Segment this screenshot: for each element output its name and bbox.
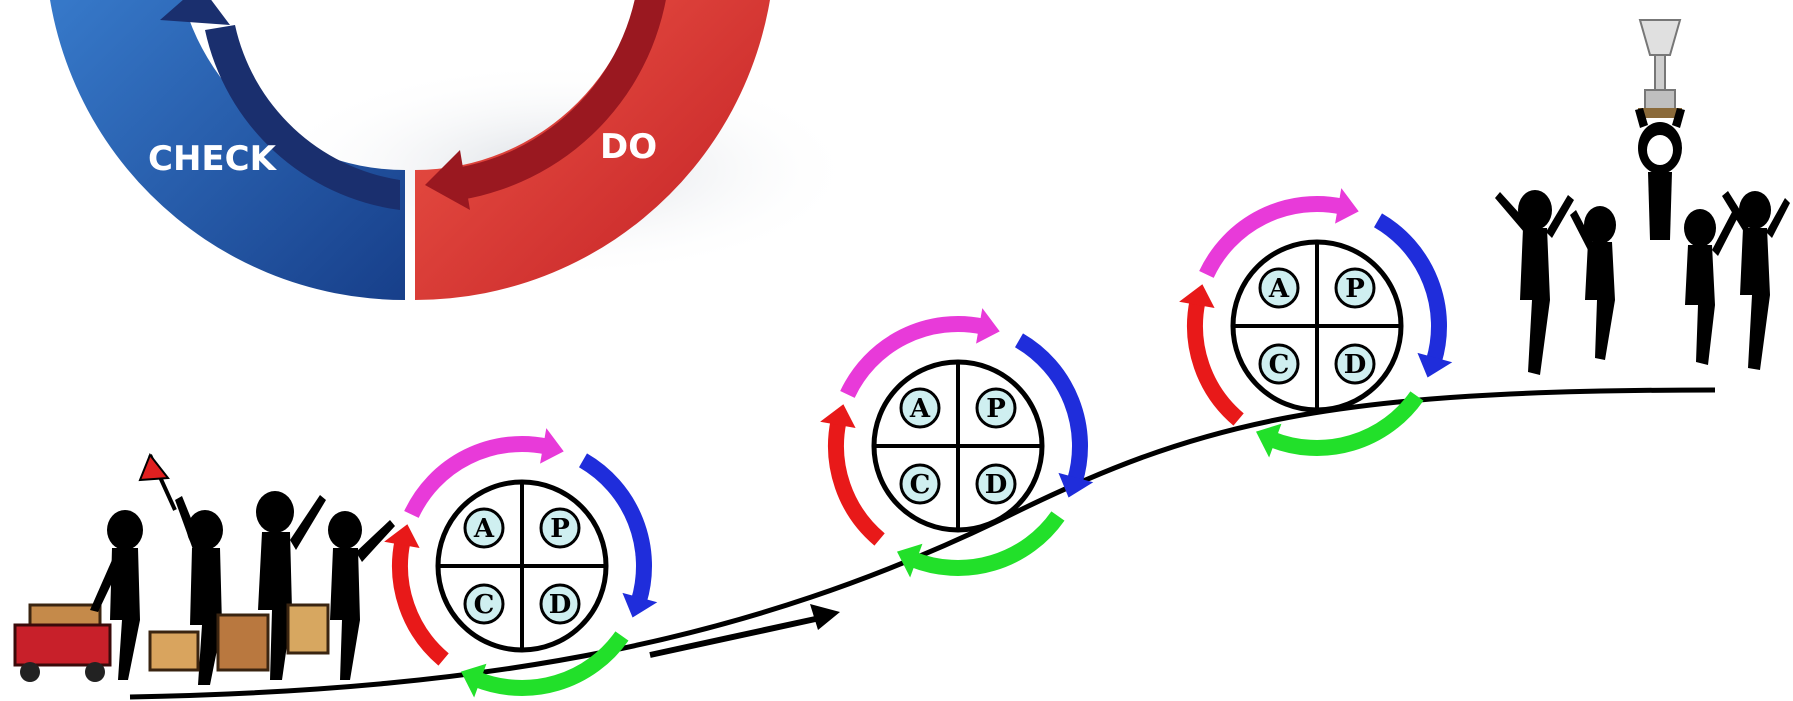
celebrating-team-figures [1495,19,1790,375]
progress-arrow [649,604,840,658]
arrowhead-icon [1058,472,1094,498]
arrowhead-icon [1335,188,1359,224]
check-arrowhead [160,0,230,25]
quadrant-badge [463,507,505,549]
arrowhead-icon [897,543,923,578]
pdca-wheel: A P C D [1179,188,1453,458]
arrowhead-icon [1179,284,1215,308]
quadrant-badge [1258,267,1300,309]
quadrant-letter-c: C [1269,350,1290,380]
start-team-figures [13,453,395,685]
do-label: DO [600,127,657,167]
arrowhead-icon [384,524,420,548]
cycle-arrow-bottom [473,631,629,696]
briefcase-icon [216,613,270,672]
quadrant-letter-c: C [910,470,931,500]
cycle-arrow-right [1373,213,1447,365]
arrowhead-icon [820,404,856,428]
quadrant-badge [975,463,1017,505]
briefcase-icon [148,630,200,672]
do-arrowhead [425,150,470,210]
check-inner-arrow [205,25,400,210]
cycle-arrow-left [392,538,449,666]
arrowhead-icon [540,428,564,464]
briefcase-icon [286,603,330,655]
quadrant-letter-c: C [474,590,495,620]
pdca-wheel: A P C D [384,428,658,698]
quadrant-badge [539,507,581,549]
quadrant-badge [899,387,941,429]
pdca-wheel: A P C D [820,308,1094,578]
quadrant-badge [1334,267,1376,309]
cycle-arrow-top [1199,196,1345,278]
quadrant-badge [463,583,505,625]
cycle-arrow-top [404,436,550,518]
cycle-arrow-right [578,453,652,605]
quadrant-letter-d: D [1344,350,1367,380]
quadrant-letter-p: P [986,394,1006,424]
quadrant-badge [975,387,1017,429]
cycle-arrow-left [1187,298,1244,426]
quadrant-badge [899,463,941,505]
quadrant-letter-d: D [985,470,1008,500]
trophy-icon [1638,19,1682,118]
arrowhead-icon [1417,352,1453,378]
quadrant-badge [539,583,581,625]
quadrant-letter-a: A [909,394,931,424]
cycle-arrow-bottom [1268,391,1424,456]
pdca-wheels: A P C D A P C D A P C D [384,188,1453,698]
arrowhead-icon [461,663,487,698]
cycle-arrow-left [828,418,885,546]
quadrant-letter-p: P [550,514,570,544]
arrowhead-icon [976,308,1000,344]
cycle-arrow-bottom [909,511,1065,576]
cycle-arrow-right [1014,333,1088,485]
check-label: CHECK [148,139,278,179]
cycle-arrow-top [840,316,986,398]
quadrant-badge [1258,343,1300,385]
flag-icon [138,453,170,482]
quadrant-letter-a: A [473,514,495,544]
arrowhead-icon [1256,423,1282,458]
quadrant-badge [1334,343,1376,385]
do-segment [415,0,770,300]
quadrant-letter-p: P [1345,274,1365,304]
quadrant-letter-a: A [1268,274,1290,304]
check-segment [50,0,405,300]
quadrant-letter-d: D [549,590,572,620]
arrowhead-icon [622,592,658,618]
big-pdca-cycle: CHECK DO [50,0,860,300]
